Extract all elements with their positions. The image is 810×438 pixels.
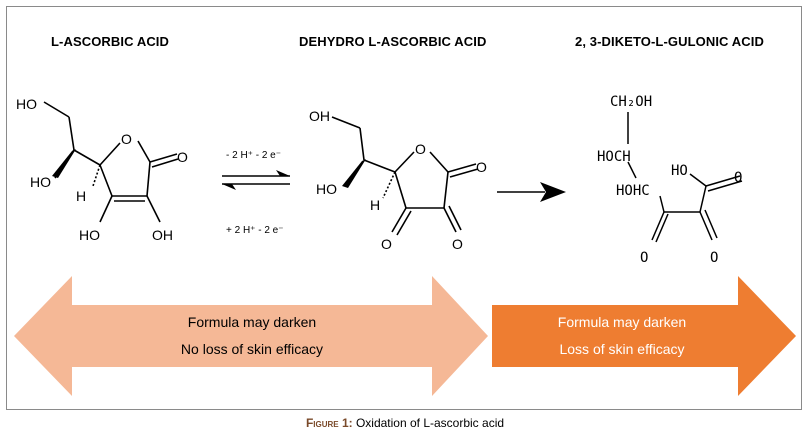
label-ring-o: O <box>121 131 132 147</box>
label-o-bottom-left: O <box>381 236 392 252</box>
label-h: H <box>76 188 86 204</box>
forward-arrowhead <box>276 170 290 176</box>
condition-forward: - 2 H⁺ - 2 e⁻ <box>226 150 281 161</box>
condition-reverse: + 2 H⁺ - 2 e⁻ <box>226 225 284 236</box>
double-arrow-light <box>14 276 488 396</box>
label-ho-left: HO <box>316 181 337 197</box>
heading-l-ascorbic-acid: L-ASCORBIC ACID <box>51 34 170 49</box>
wedge-bond <box>342 159 366 188</box>
label-o-bottom-right: O <box>710 250 718 266</box>
heading-dehydro-l-ascorbic-acid: DEHYDRO L-ASCORBIC ACID <box>299 34 487 49</box>
left-arrow-text-2: No loss of skin efficacy <box>181 341 323 357</box>
label-ho-top: HO <box>16 96 37 112</box>
label-ch2oh: CH₂OH <box>610 94 652 110</box>
label-ring-o: O <box>415 141 426 157</box>
reverse-arrowhead <box>222 184 236 190</box>
caption-label: Figure 1: <box>305 416 353 430</box>
label-o-bottom-left: O <box>640 250 648 266</box>
wedge-bond <box>52 149 76 178</box>
figure-caption: Figure 1: Oxidation of L-ascorbic acid <box>0 416 810 430</box>
left-arrow-text-1: Formula may darken <box>188 314 316 330</box>
label-h: H <box>370 197 380 213</box>
label-o-bottom-right: O <box>452 236 463 252</box>
label-carbonyl-o: O <box>476 159 487 175</box>
label-oh-bottom-left: HO <box>79 227 100 243</box>
figure-frame <box>6 6 802 410</box>
heading-diketo-gulonic-acid: 2, 3-DIKETO-L-GULONIC ACID <box>575 34 764 49</box>
label-ho: HO <box>671 163 688 179</box>
label-oh-top: OH <box>309 108 330 124</box>
right-arrow-text-1: Formula may darken <box>558 314 686 330</box>
reaction-arrowhead <box>540 182 566 202</box>
caption-text: Oxidation of L-ascorbic acid <box>352 416 505 430</box>
label-oh-bottom-right: OH <box>152 227 173 243</box>
molecule-dehydro-ascorbic-acid <box>331 116 479 236</box>
right-arrow-text-2: Loss of skin efficacy <box>559 341 684 357</box>
equilibrium-arrows <box>222 175 290 185</box>
molecule-diketo-gulonic-acid <box>627 112 743 243</box>
label-hoch: HOCH <box>597 149 631 165</box>
molecule-l-ascorbic-acid <box>43 101 179 223</box>
label-carbonyl-o: O <box>177 149 188 165</box>
label-o-acid: O <box>734 170 742 186</box>
arrow-dark-orange <box>492 276 796 396</box>
label-ho-left: HO <box>30 174 51 190</box>
label-hohc: HOHC <box>616 183 650 199</box>
